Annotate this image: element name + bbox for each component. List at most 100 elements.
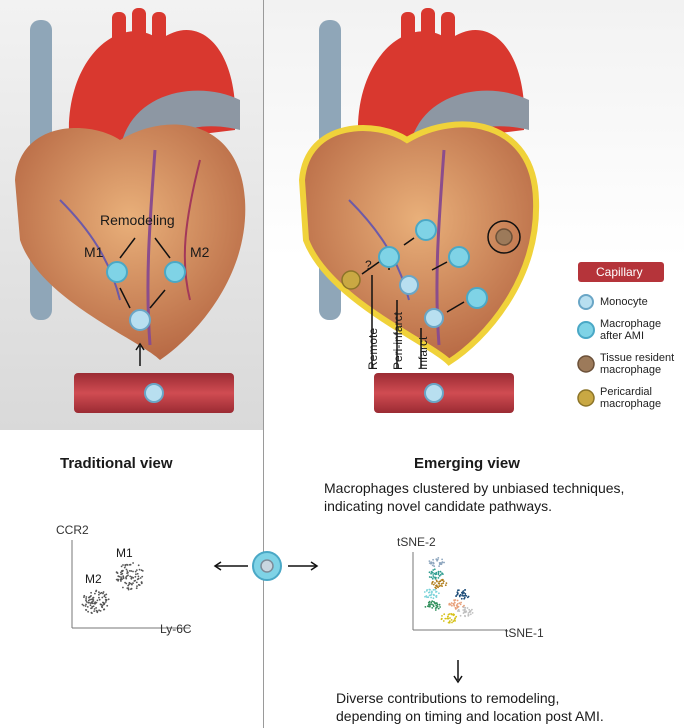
scatter-dot bbox=[471, 608, 473, 611]
scatter-dot bbox=[442, 573, 444, 575]
scatter-dot bbox=[141, 575, 144, 578]
scatter-dot bbox=[115, 578, 118, 581]
scatter-dot bbox=[429, 603, 431, 606]
legend-macrophage-icon bbox=[577, 321, 595, 339]
center-macrophage bbox=[213, 551, 319, 581]
scatter-dot bbox=[120, 573, 122, 576]
scatter-dot bbox=[454, 608, 457, 610]
peri-infarct-label: Peri-infarct bbox=[391, 311, 405, 370]
scatter-dot bbox=[103, 608, 105, 611]
left-capillary-monocyte bbox=[144, 383, 164, 403]
scatter-dot bbox=[122, 586, 124, 589]
legend-capillary-swatch bbox=[578, 262, 664, 282]
scatter-dot bbox=[91, 607, 93, 609]
scatter-dot bbox=[456, 599, 459, 602]
legend-pericardial-label-1: Pericardial bbox=[600, 386, 652, 398]
scatter-dot bbox=[98, 591, 100, 594]
scatter-dot bbox=[126, 564, 129, 566]
scatter-dot bbox=[434, 576, 436, 579]
scatter-dot bbox=[115, 571, 118, 573]
scatter-dot bbox=[434, 602, 437, 604]
tsne-dots bbox=[423, 557, 474, 624]
scatter-dot bbox=[432, 588, 435, 591]
scatter-dot bbox=[449, 617, 451, 619]
scatter-dot bbox=[424, 595, 426, 598]
scatter-dot bbox=[95, 607, 97, 609]
scatter-dot bbox=[439, 570, 442, 573]
scatter-dot bbox=[89, 604, 92, 607]
scatter-dot bbox=[105, 598, 108, 601]
scatter-dot bbox=[125, 575, 128, 577]
scatter-dot bbox=[120, 580, 122, 582]
scatter-dot bbox=[432, 574, 435, 576]
scatter-dot bbox=[438, 603, 441, 606]
scatter-dot bbox=[452, 602, 455, 605]
scatter-dot bbox=[438, 585, 441, 587]
scatter-dot bbox=[102, 591, 105, 593]
scatter-dot bbox=[432, 572, 434, 574]
scatter-dot bbox=[117, 578, 120, 581]
scatter-dot bbox=[432, 562, 435, 565]
scatter-dot bbox=[464, 589, 466, 591]
scatter-dot bbox=[433, 594, 435, 597]
scatter-dot bbox=[123, 566, 126, 569]
scatter-dot bbox=[137, 575, 140, 578]
right-heart-illustration bbox=[298, 8, 540, 413]
scatter-dot bbox=[139, 577, 142, 579]
scatter-dot bbox=[457, 605, 460, 608]
scatter-dot bbox=[443, 561, 445, 564]
scatter-dot bbox=[96, 599, 99, 602]
scatter-dot bbox=[438, 575, 441, 577]
scatter-dot bbox=[136, 572, 139, 575]
scatter-dot bbox=[435, 585, 438, 587]
scatter-dot bbox=[98, 609, 100, 612]
remodeling-label: Remodeling bbox=[100, 212, 175, 228]
scatter-dot bbox=[432, 604, 435, 607]
scatter-dot bbox=[447, 617, 450, 620]
scatter-dot bbox=[424, 606, 427, 608]
scatter-dot bbox=[441, 561, 444, 564]
scatter-dot bbox=[90, 598, 93, 601]
plot-m1-label: M1 bbox=[116, 546, 133, 560]
scatter-dot bbox=[95, 589, 98, 592]
scatter-dot bbox=[128, 583, 130, 586]
scatter-dot bbox=[448, 613, 451, 615]
scatter-dot bbox=[93, 608, 96, 610]
scatter-dot bbox=[105, 593, 108, 596]
scatter-dot bbox=[440, 618, 443, 621]
scatter-dot bbox=[435, 571, 438, 574]
scatter-dot bbox=[454, 620, 456, 622]
scatter-dot bbox=[87, 610, 89, 613]
scatter-dot bbox=[122, 564, 124, 566]
scatter-dot bbox=[102, 592, 104, 595]
scatter-dot bbox=[463, 611, 466, 614]
scatter-dot bbox=[435, 579, 438, 582]
scatter-dot bbox=[138, 584, 141, 586]
scatter-dot bbox=[466, 607, 469, 609]
scatter-dot bbox=[433, 568, 436, 571]
scatter-dot bbox=[467, 612, 470, 614]
scatter-dot bbox=[85, 596, 88, 598]
legend-pericardial-icon bbox=[577, 389, 595, 407]
scatter-dot bbox=[464, 592, 467, 595]
scatter-dot bbox=[133, 580, 136, 582]
scatter-dot bbox=[456, 605, 458, 607]
scatter-dot bbox=[90, 601, 93, 604]
scatter-dot bbox=[134, 570, 137, 573]
scatter-dot bbox=[136, 585, 138, 587]
scatter-dot bbox=[423, 591, 426, 593]
scatter-dot bbox=[127, 587, 130, 590]
scatter-dot bbox=[440, 583, 443, 585]
scatter-dot bbox=[438, 592, 440, 595]
scatter-dot bbox=[134, 575, 137, 578]
scatter-dot bbox=[431, 583, 433, 585]
scatter-dot bbox=[99, 603, 102, 606]
scatter-dot bbox=[453, 599, 455, 602]
scatter-dot bbox=[120, 570, 123, 572]
scatter-dot bbox=[436, 603, 439, 606]
scatter-dot bbox=[459, 603, 462, 606]
scatter-dot bbox=[121, 578, 123, 581]
scatter-dot bbox=[435, 606, 438, 609]
scatter-dot bbox=[443, 613, 446, 616]
scatter-dot bbox=[135, 569, 138, 571]
